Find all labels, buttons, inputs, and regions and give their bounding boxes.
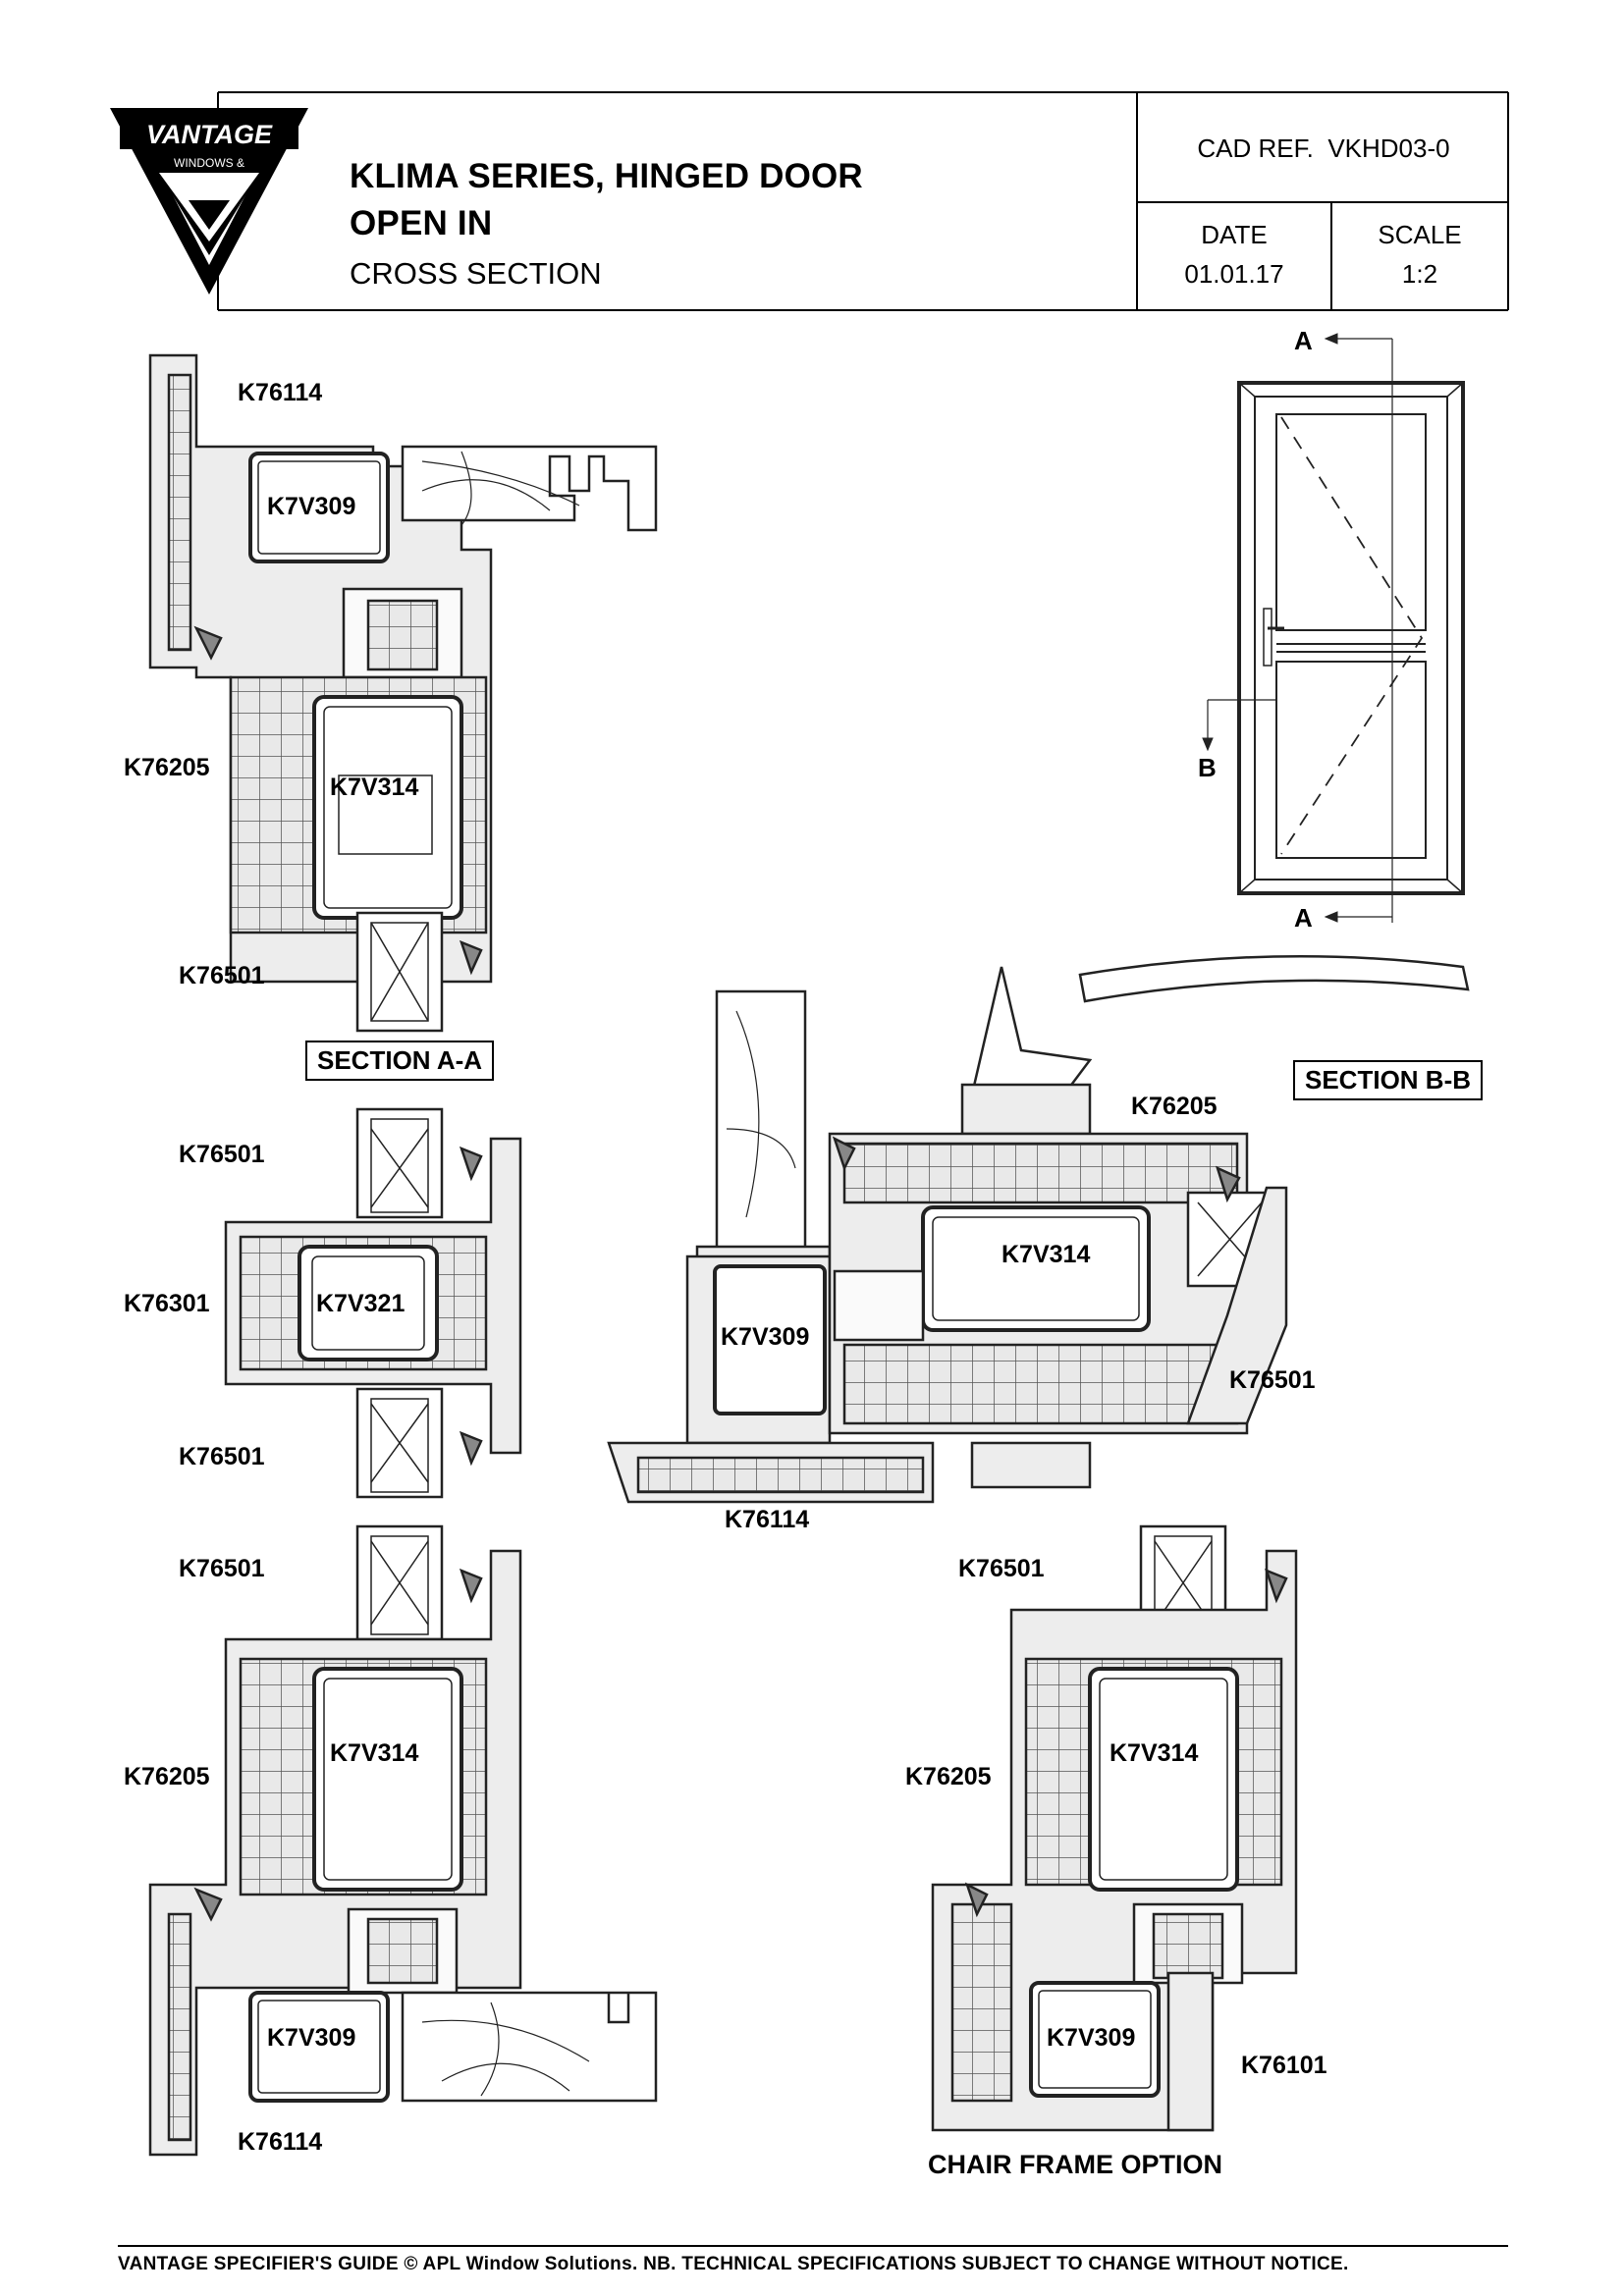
part-label: K76114 <box>725 1506 810 1533</box>
part-label: K76501 <box>958 1555 1045 1582</box>
part-label: K76205 <box>905 1763 992 1790</box>
section-bb <box>607 954 1470 1504</box>
part-label: K76205 <box>124 754 210 781</box>
door-elevation <box>1202 333 1465 923</box>
part-label: K76114 <box>238 2128 323 2156</box>
section-bb-label: SECTION B-B <box>1293 1060 1483 1100</box>
section-aa-transom <box>224 1107 522 1499</box>
part-label: K76501 <box>1229 1366 1316 1394</box>
chair-frame-section <box>931 1524 1298 2132</box>
part-label: K76114 <box>238 379 323 406</box>
part-label: K7V314 <box>330 774 419 801</box>
part-label: K7V314 <box>1110 1739 1199 1767</box>
scale-value: 1:2 <box>1401 259 1438 289</box>
part-label: K76205 <box>1131 1093 1218 1120</box>
title-line1: KLIMA SERIES, HINGED DOOR <box>350 157 863 195</box>
cut-label-a-bottom: A <box>1294 903 1313 933</box>
part-label: K7V309 <box>267 493 356 520</box>
part-label: K76501 <box>179 1555 265 1582</box>
logo-brand: VANTAGE <box>146 120 273 149</box>
part-label: K7V314 <box>1001 1241 1091 1268</box>
part-label: K7V321 <box>316 1290 406 1317</box>
section-aa-sill <box>148 1524 658 2157</box>
part-label: K76101 <box>1241 2052 1327 2079</box>
subtitle: CROSS SECTION <box>350 256 602 291</box>
logo-line1: WINDOWS & <box>174 156 244 170</box>
part-label: K76205 <box>124 1763 210 1790</box>
scale-label: SCALE <box>1378 220 1462 249</box>
part-label: K76501 <box>179 962 265 989</box>
part-label: K7V314 <box>330 1739 419 1767</box>
section-aa-label: SECTION A-A <box>305 1041 495 1081</box>
title-line2: OPEN IN <box>350 204 493 242</box>
logo-line2: DOORS <box>188 178 231 191</box>
date-label: DATE <box>1201 220 1268 249</box>
date-value: 01.01.17 <box>1184 259 1284 289</box>
cut-label-b: B <box>1198 753 1217 782</box>
part-label: K7V309 <box>1047 2024 1136 2052</box>
section-aa-head <box>148 353 658 1033</box>
part-label: K7V309 <box>267 2024 356 2052</box>
part-label: K7V309 <box>721 1323 810 1351</box>
part-label: K76501 <box>179 1443 265 1470</box>
cut-label-a-top: A <box>1294 326 1313 355</box>
cad-ref: CAD REF. VKHD03-0 <box>1157 133 1490 164</box>
cad-ref-value: VKHD03-0 <box>1327 133 1450 163</box>
vantage-logo: VANTAGE WINDOWS & DOORS <box>110 108 308 294</box>
part-label: K76301 <box>124 1290 210 1317</box>
part-label: K76501 <box>179 1141 265 1168</box>
footer-disclaimer: VANTAGE SPECIFIER'S GUIDE © APL Window S… <box>118 2254 1349 2274</box>
chair-frame-label: CHAIR FRAME OPTION <box>928 2150 1222 2179</box>
cad-ref-label: CAD REF. <box>1197 133 1314 163</box>
